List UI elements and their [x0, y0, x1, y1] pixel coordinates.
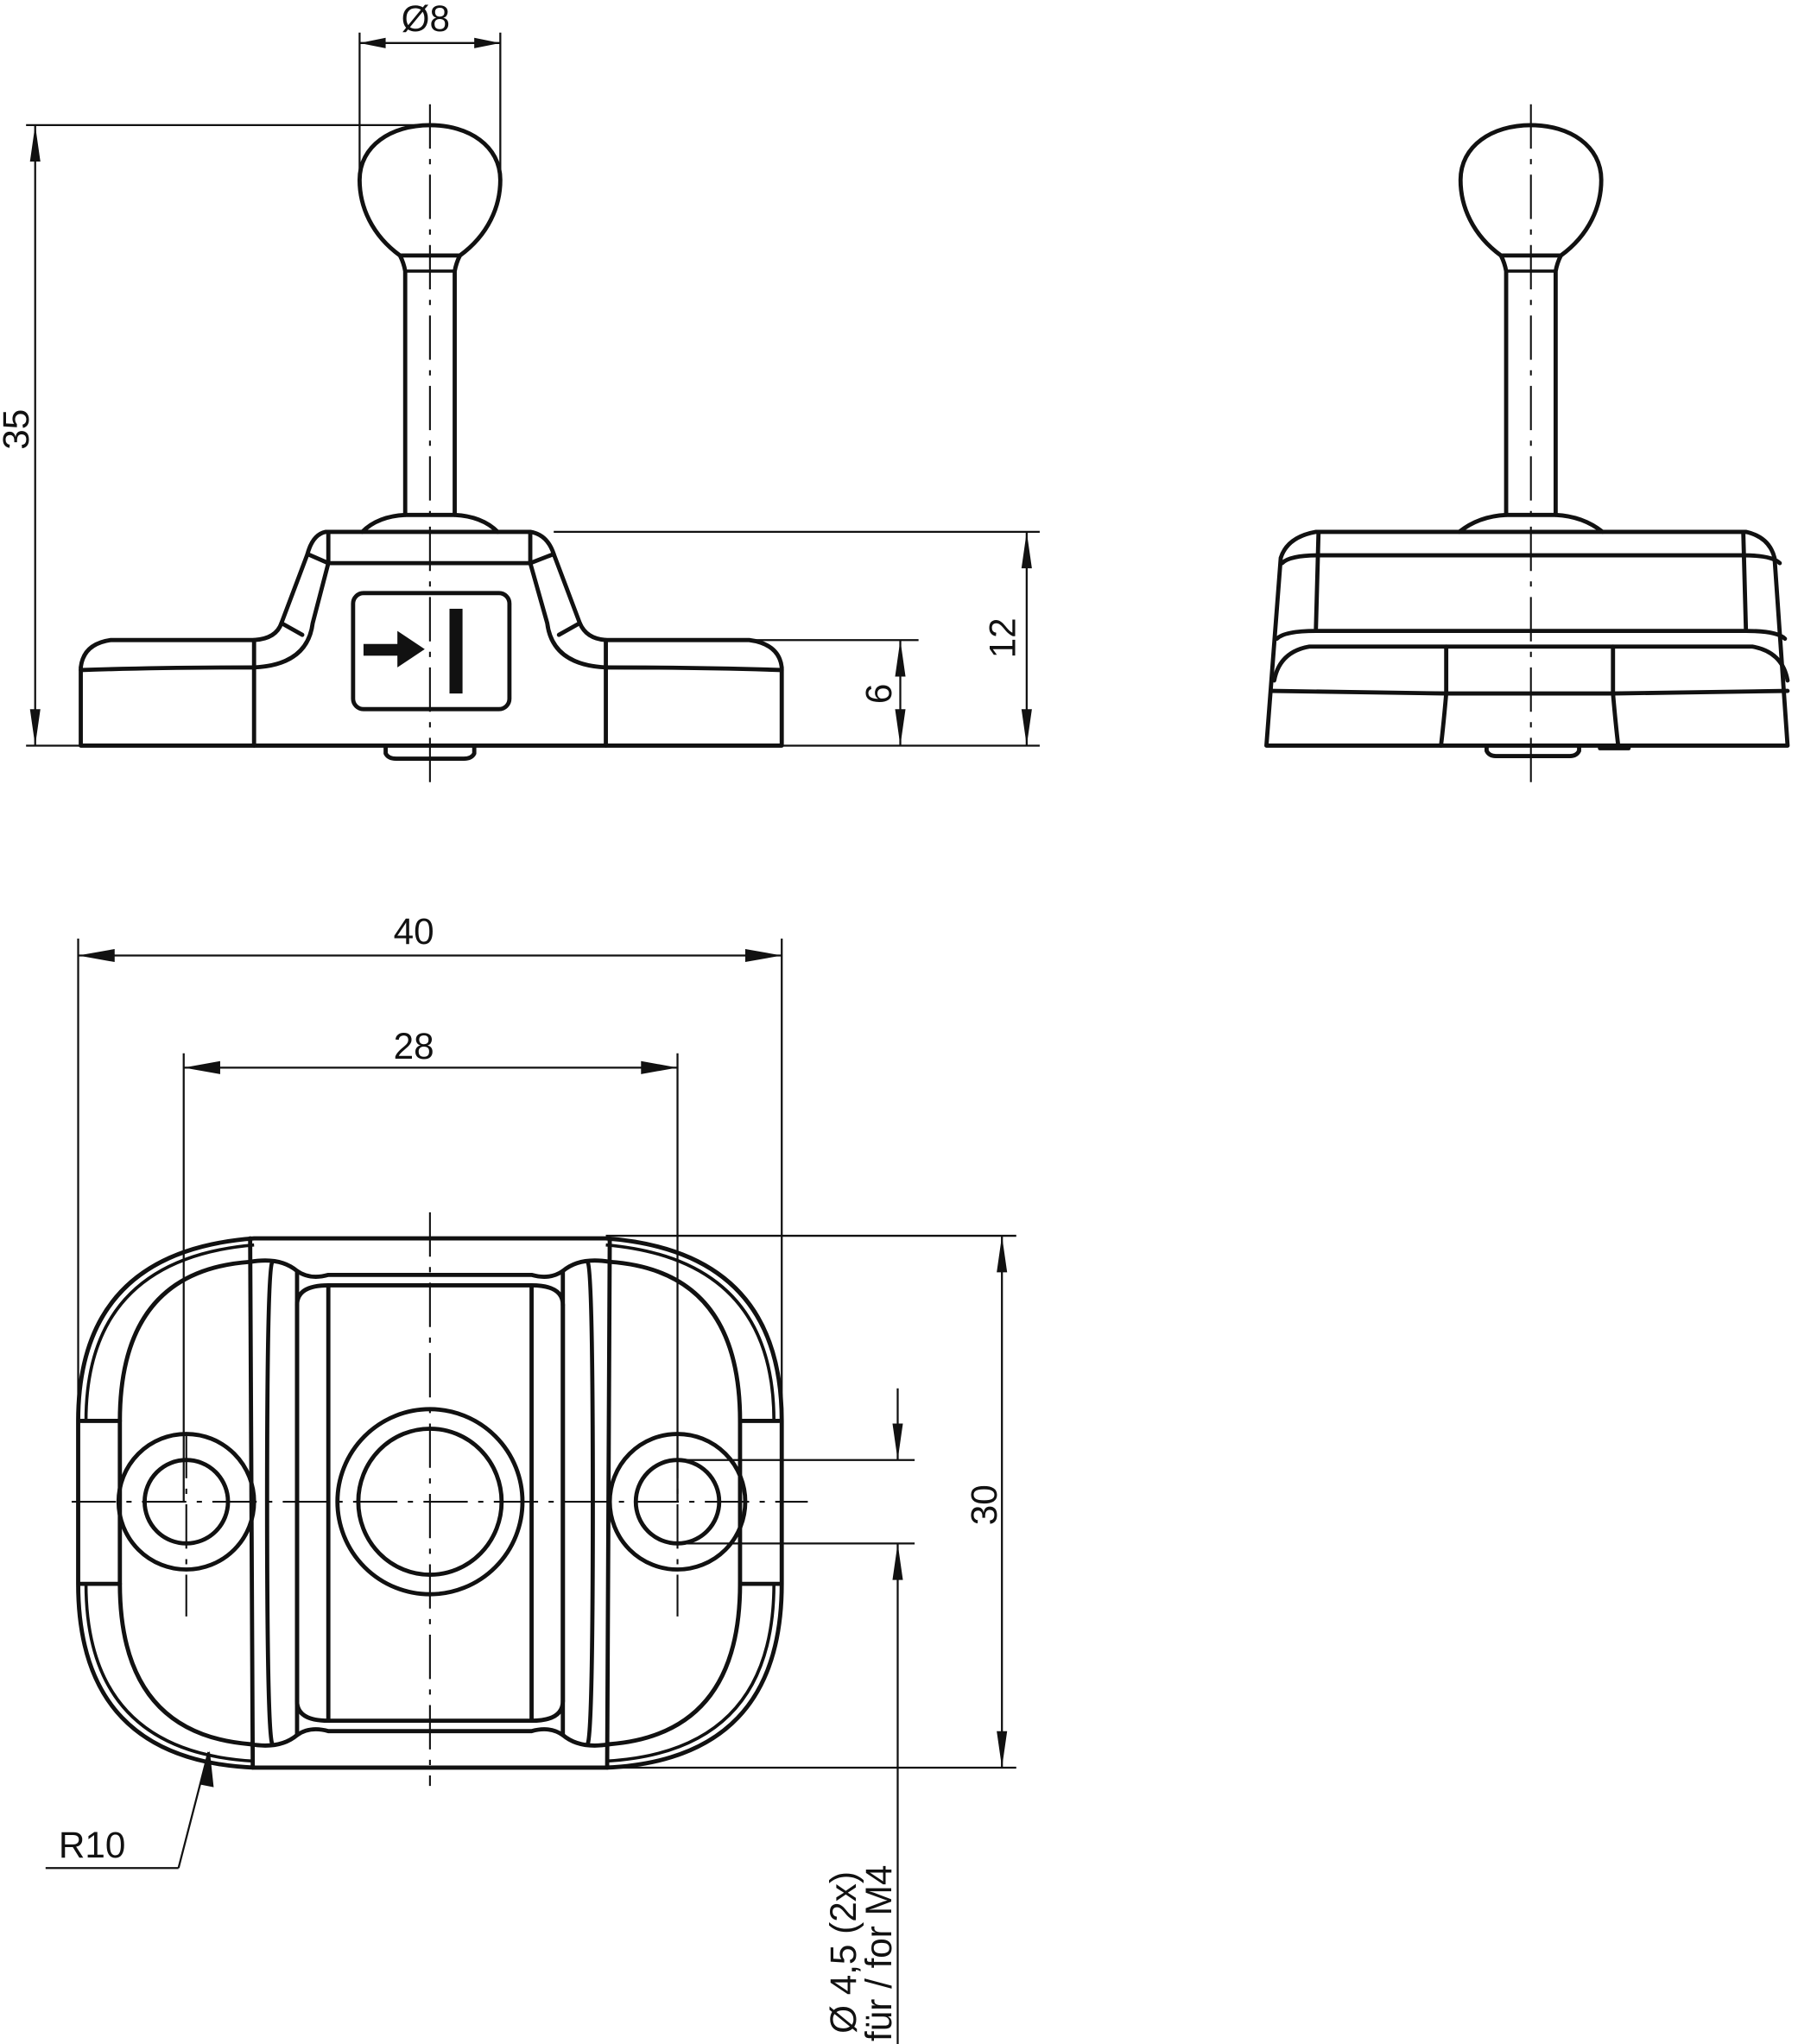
dim-corner-radius: R10	[59, 1825, 125, 1865]
dim-overall-width: 40	[394, 911, 434, 952]
dim-ball-diameter: Ø8	[402, 0, 450, 39]
front-view: Ø8 35 12 6	[0, 0, 1040, 782]
dim-base-height: 12	[982, 617, 1022, 658]
hole-note-diameter: Ø 4,5 (2x)	[823, 1871, 864, 2034]
dim-hole-spacing: 28	[394, 1026, 434, 1066]
side-view	[1264, 104, 1790, 782]
hole-note-thread: für / for M4	[858, 1865, 899, 2041]
dim-overall-depth: 30	[964, 1484, 1004, 1525]
dim-total-height: 35	[0, 409, 36, 450]
arrow-to-bar-symbol	[351, 591, 512, 712]
dim-flange-height: 6	[858, 684, 899, 705]
top-view: 40 28 30 Ø 4,5 (2x) für / for M4 R10	[45, 911, 1016, 2044]
